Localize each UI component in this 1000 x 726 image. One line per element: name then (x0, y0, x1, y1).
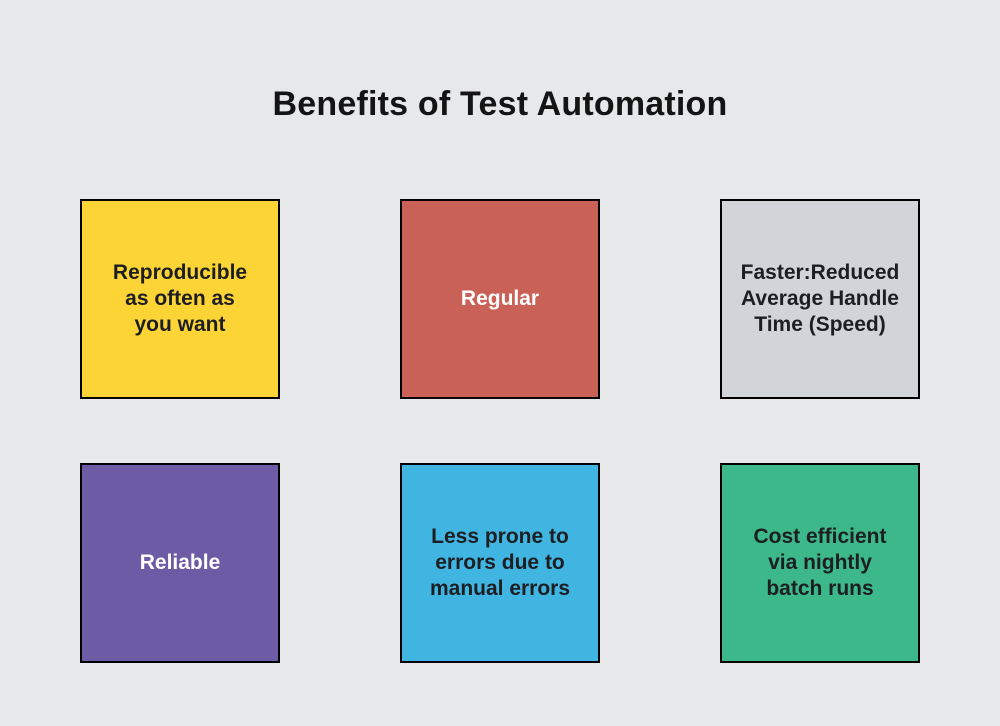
card-reproducible: Reproducible as often as you want (80, 199, 280, 399)
card-regular: Regular (400, 199, 600, 399)
benefits-grid: Reproducible as often as you want Regula… (80, 199, 920, 663)
card-label: Reproducible as often as you want (112, 261, 248, 336)
card-reliable: Reliable (80, 463, 280, 663)
card-label: Cost efficient via nightly batch runs (753, 525, 887, 600)
card-label: Faster:Reduced Average Handle Time (Spee… (740, 261, 900, 336)
card-label: Regular (460, 287, 540, 310)
card-cost-efficient: Cost efficient via nightly batch runs (720, 463, 920, 663)
page-title: Benefits of Test Automation (272, 84, 728, 123)
card-label: Reliable (139, 551, 221, 574)
card-less-errors: Less prone to errors due to manual error… (400, 463, 600, 663)
card-faster: Faster:Reduced Average Handle Time (Spee… (720, 199, 920, 399)
card-label: Less prone to errors due to manual error… (429, 525, 571, 600)
